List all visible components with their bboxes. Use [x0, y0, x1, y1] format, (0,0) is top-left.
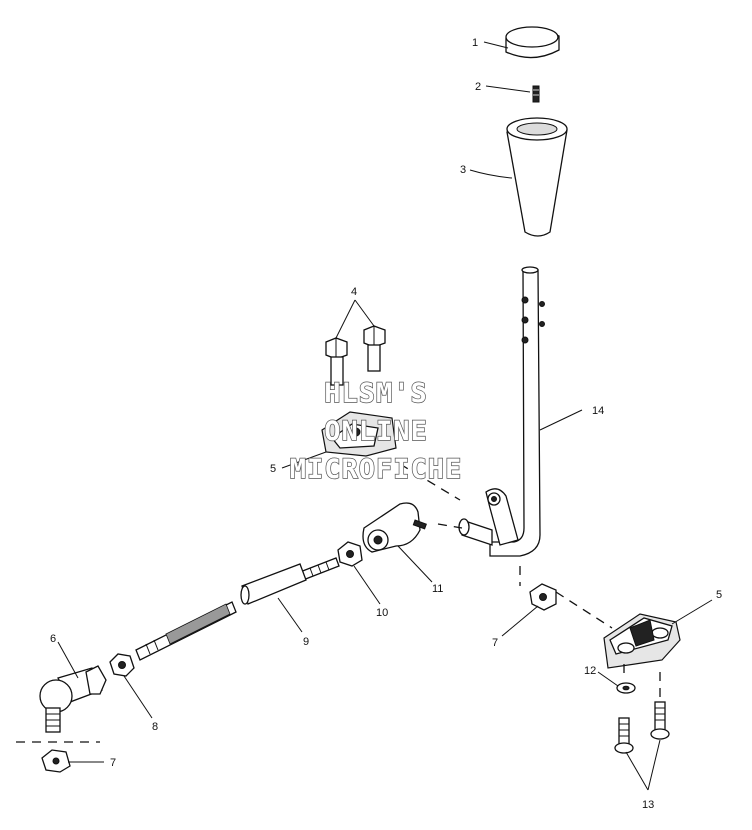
- mount-block-lower: [603, 613, 681, 669]
- threaded-rod: [135, 601, 237, 661]
- rod-sleeve: [240, 563, 307, 605]
- washer: [616, 682, 636, 694]
- screws-lower: [614, 701, 670, 754]
- nut-middle: [529, 583, 557, 611]
- watermark: HLSM'S ONLINE MICROFICHE: [289, 377, 463, 485]
- watermark-line-2: ONLINE: [324, 416, 428, 447]
- callout-1: 1: [472, 37, 478, 49]
- callout-6: 6: [50, 633, 56, 645]
- callout-7-middle: 7: [492, 637, 498, 649]
- bolts-upper: [325, 325, 386, 386]
- leader-lines: [57, 41, 713, 791]
- callout-9: 9: [303, 636, 309, 648]
- callout-12: 12: [584, 665, 596, 677]
- nut-lower-left: [41, 749, 71, 773]
- callout-7-lower: 7: [110, 757, 116, 769]
- shift-lever: [458, 266, 545, 557]
- knob-cap: [505, 26, 560, 59]
- jam-nut-lower: [109, 653, 135, 677]
- callout-numbers: 1 2 3 4 14 5 5 6 8 9 10 11 7 7 12 13: [50, 37, 722, 811]
- callout-11: 11: [432, 583, 443, 595]
- callout-2: 2: [475, 81, 481, 93]
- rod-end: [362, 502, 427, 553]
- watermark-line-1: HLSM'S: [324, 378, 428, 409]
- callout-13: 13: [642, 799, 654, 811]
- watermark-line-3: MICROFICHE: [290, 454, 463, 485]
- jam-nut-upper: [337, 541, 363, 567]
- callout-8: 8: [152, 721, 158, 733]
- pivot-block-upper: [321, 411, 397, 457]
- callout-10: 10: [376, 607, 388, 619]
- callout-14: 14: [592, 405, 604, 417]
- callout-5-lower: 5: [716, 589, 722, 601]
- ball-joint: [39, 665, 107, 733]
- shift-grip: [506, 117, 568, 237]
- callout-5-upper: 5: [270, 463, 276, 475]
- callout-3: 3: [460, 164, 466, 176]
- threaded-stud: [299, 557, 340, 581]
- callout-4: 4: [351, 286, 357, 298]
- assembly-centerlines: [16, 463, 661, 743]
- set-screw: [532, 85, 540, 103]
